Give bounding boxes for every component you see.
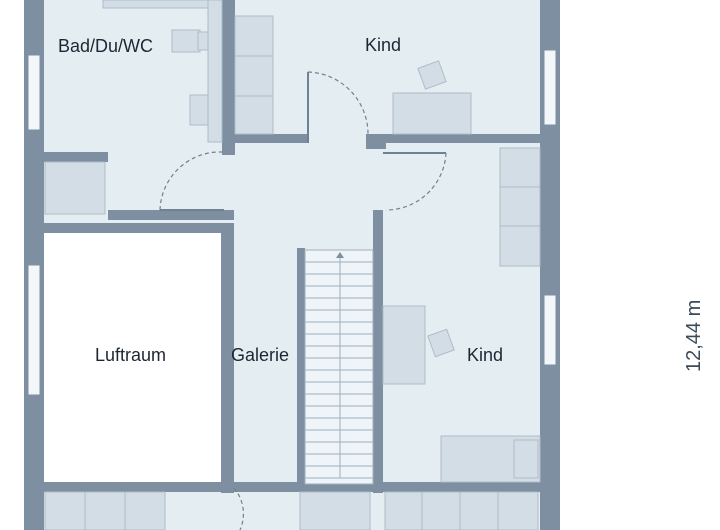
void-area [43,231,221,483]
doors [159,71,447,530]
room-label-gallery: Galerie [231,345,289,365]
room-label-void: Luftraum [95,345,166,365]
windows [27,49,557,396]
room-label-bath: Bad/Du/WC [58,36,153,56]
staircase [304,249,374,485]
furniture [44,0,541,530]
dimension-depth-label: 12,44 m [683,300,705,372]
room-label-child-right: Kind [467,345,503,365]
room-label-child-top: Kind [365,35,401,55]
